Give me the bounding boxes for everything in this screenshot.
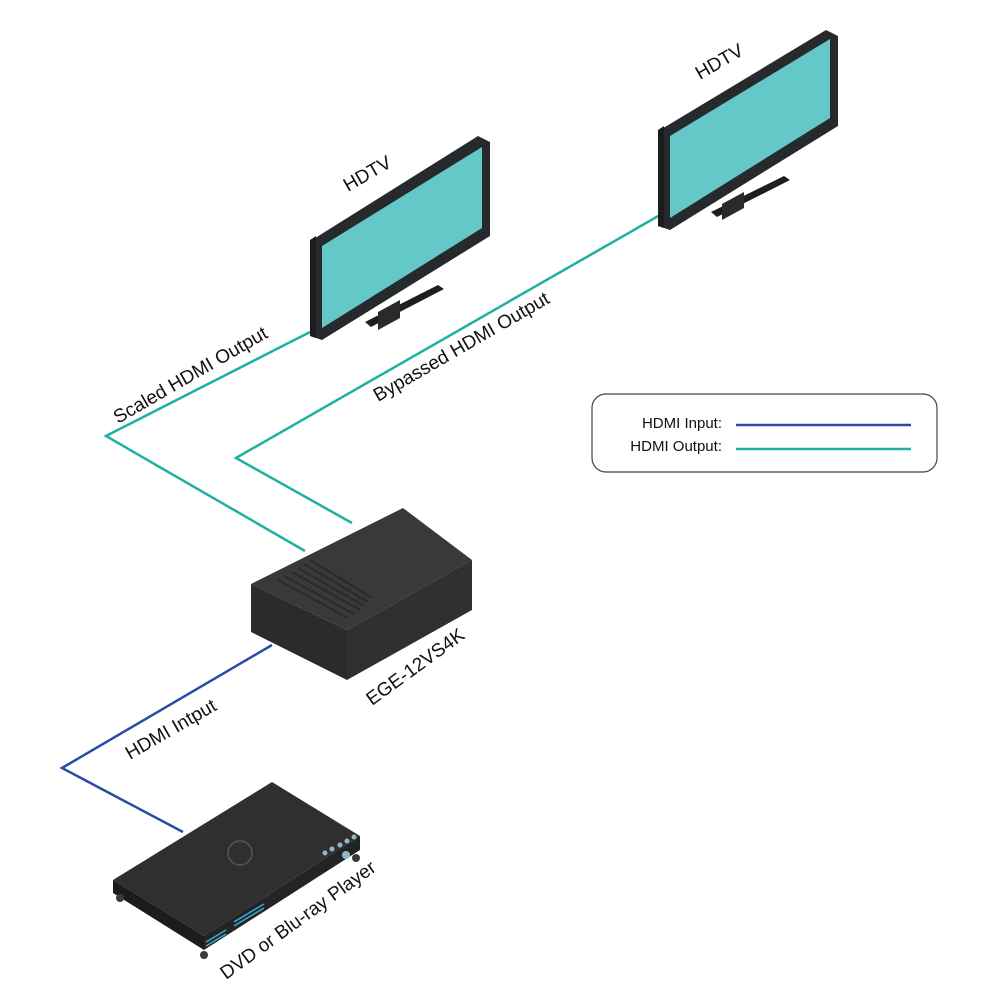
player-blue-leds (205, 903, 265, 947)
tv-stand-neck (378, 300, 400, 330)
player-foot (352, 854, 360, 862)
scaled-output-cable (103, 330, 311, 553)
hdmi-input-cable (59, 643, 273, 834)
legend-input-label: HDMI Input: (642, 415, 722, 432)
player-top (113, 782, 360, 936)
player-buttons (322, 834, 357, 859)
scaled-output-label: Scaled HDMI Output (110, 323, 272, 429)
scaler-top (251, 508, 472, 630)
scaler-vents (277, 559, 373, 619)
player-disc-button (227, 840, 253, 866)
scaler-side (347, 560, 472, 680)
player-foot (116, 894, 124, 902)
hdtv-right: HDTV (658, 30, 838, 230)
tv-screen (670, 39, 830, 218)
legend: HDMI Input: HDMI Output: (591, 393, 938, 473)
tv-bezel-side (658, 126, 664, 228)
legend-output-label: HDMI Output: (630, 438, 722, 455)
scaler-front (251, 584, 347, 680)
tv-stand-neck (722, 192, 744, 220)
player-foot (200, 951, 208, 959)
tv-bezel-side (310, 236, 316, 338)
player-device: DVD or Blu-ray Player (113, 782, 381, 984)
tv-left-label: HDTV (340, 152, 396, 196)
hdtv-left: HDTV (310, 136, 490, 340)
tv-screen (322, 147, 482, 328)
player-left-side (113, 880, 204, 950)
tv-right-label: HDTV (692, 40, 748, 84)
bypassed-output-cable (233, 213, 661, 525)
player-front (204, 836, 360, 950)
hdmi-input-label: HDMI Intput (122, 695, 221, 764)
legend-box (591, 393, 938, 473)
